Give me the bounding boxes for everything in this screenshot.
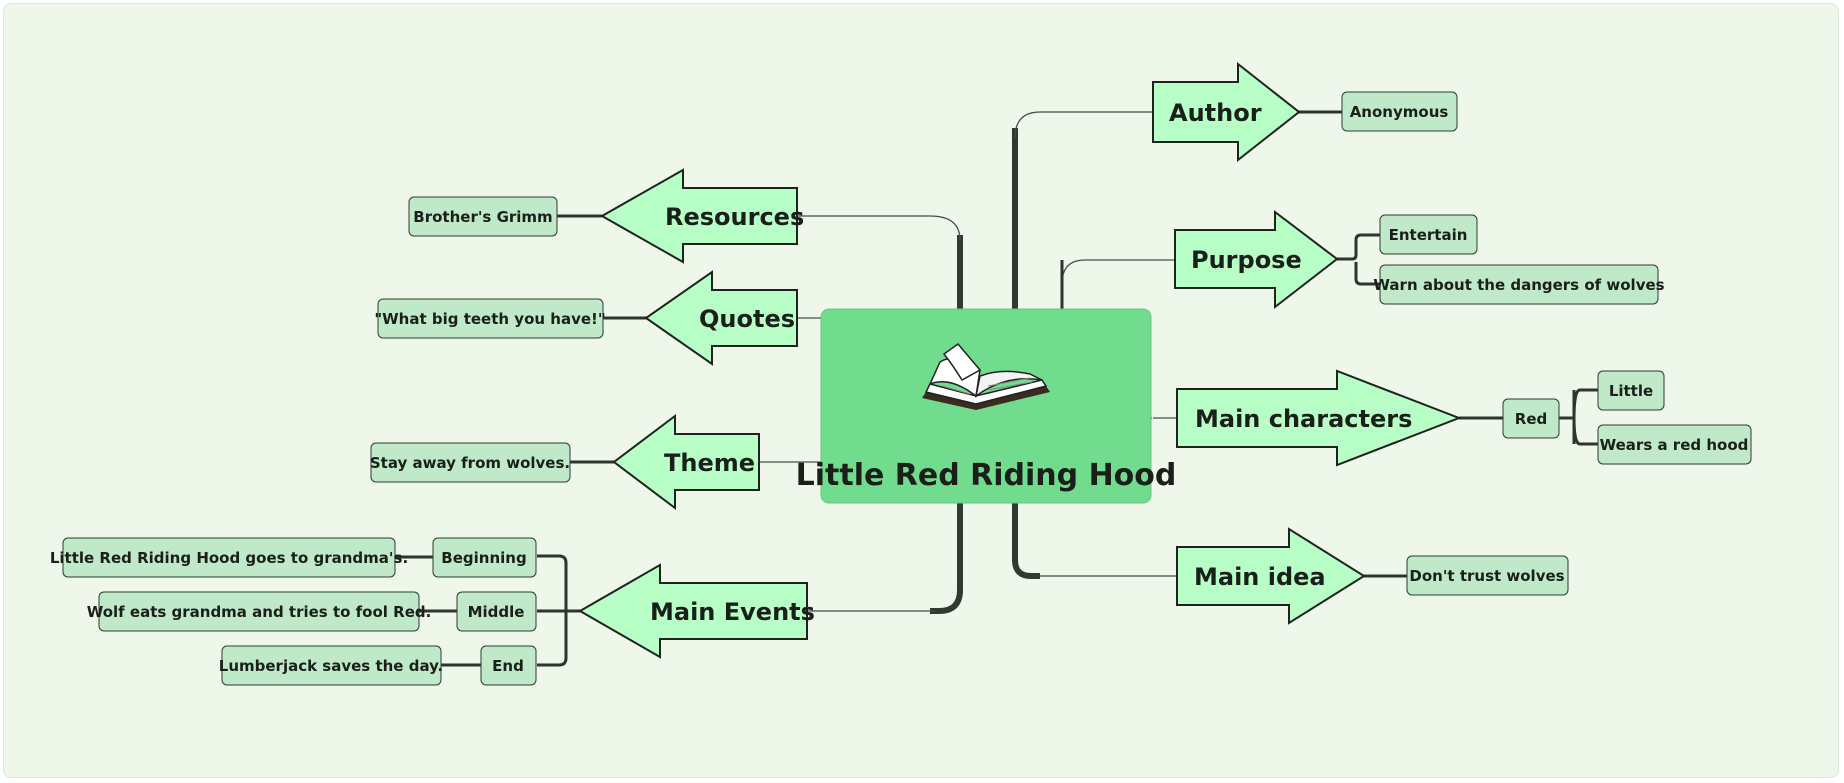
topic-quotes[interactable]: Quotes bbox=[644, 270, 798, 366]
central-topic-title: Little Red Riding Hood bbox=[796, 458, 1177, 493]
detail-label: Wears a red hood bbox=[1600, 436, 1749, 454]
detail-label: Anonymous bbox=[1350, 103, 1449, 121]
stage-middle-detail[interactable]: Wolf eats grandma and tries to fool Red. bbox=[87, 591, 432, 632]
detail-author-anonymous[interactable]: Anonymous bbox=[1341, 91, 1458, 132]
connector-events-stages bbox=[537, 554, 580, 667]
topic-resources-shape bbox=[599, 168, 798, 264]
stage-label: End bbox=[492, 657, 524, 675]
stage-beginning-detail[interactable]: Little Red Riding Hood goes to grandma's… bbox=[50, 537, 408, 578]
stage-label: Beginning bbox=[441, 549, 526, 567]
stage-label: Middle bbox=[468, 603, 525, 621]
topic-theme[interactable]: Theme bbox=[612, 413, 760, 511]
connector-author bbox=[1014, 111, 1152, 139]
detail-label: Entertain bbox=[1389, 226, 1468, 244]
detail-resources-grimm[interactable]: Brother's Grimm bbox=[408, 196, 558, 237]
trunk-left bbox=[930, 235, 963, 614]
detail-quotes-teeth[interactable]: "What big teeth you have!" bbox=[374, 298, 606, 339]
topic-quotes-label: Quotes bbox=[699, 305, 795, 333]
connector-purpose-details bbox=[1336, 233, 1380, 286]
connectors bbox=[395, 110, 1598, 667]
topic-main-events[interactable]: Main Events bbox=[577, 563, 815, 659]
detail-purpose-warn[interactable]: Warn about the dangers of wolves bbox=[1373, 264, 1665, 305]
topic-main-idea-shape bbox=[1176, 527, 1366, 625]
detail-theme-wolves[interactable]: Stay away from wolves. bbox=[370, 442, 571, 483]
detail-red-little[interactable]: Little bbox=[1597, 370, 1665, 411]
topic-quotes-shape bbox=[644, 270, 798, 366]
connector-red-details bbox=[1559, 388, 1598, 446]
topic-author-label: Author bbox=[1169, 99, 1262, 127]
connector-purpose bbox=[1061, 259, 1175, 308]
topic-characters[interactable]: Main characters bbox=[1176, 369, 1462, 467]
topic-author[interactable]: Author bbox=[1152, 61, 1301, 163]
detail-red-hood[interactable]: Wears a red hood bbox=[1597, 424, 1752, 465]
detail-label: Red bbox=[1515, 410, 1547, 428]
detail-purpose-entertain[interactable]: Entertain bbox=[1379, 214, 1478, 255]
topic-main-events-shape bbox=[577, 563, 808, 659]
trunk-right bbox=[1012, 128, 1040, 579]
central-topic[interactable]: Little Red Riding Hood bbox=[796, 308, 1177, 504]
topic-purpose-label: Purpose bbox=[1191, 246, 1302, 274]
topic-resources-label: Resources bbox=[665, 203, 804, 231]
topic-characters-label: Main characters bbox=[1195, 405, 1412, 433]
topic-resources[interactable]: Resources bbox=[599, 168, 804, 264]
detail-label: Warn about the dangers of wolves bbox=[1373, 276, 1664, 294]
topic-purpose[interactable]: Purpose bbox=[1174, 209, 1339, 310]
stage-end[interactable]: End bbox=[480, 645, 537, 686]
topic-characters-shape bbox=[1176, 369, 1462, 467]
topic-main-idea[interactable]: Main idea bbox=[1176, 527, 1366, 625]
connector-stage-details bbox=[395, 555, 481, 667]
detail-label: Little Red Riding Hood goes to grandma's… bbox=[50, 549, 408, 567]
detail-label: Wolf eats grandma and tries to fool Red. bbox=[87, 603, 432, 621]
detail-character-red[interactable]: Red bbox=[1502, 398, 1560, 439]
topic-theme-label: Theme bbox=[664, 449, 755, 477]
detail-label: Stay away from wolves. bbox=[370, 454, 570, 472]
stage-beginning[interactable]: Beginning bbox=[432, 537, 537, 578]
detail-label: Don't trust wolves bbox=[1409, 567, 1564, 585]
open-book-icon bbox=[922, 342, 1050, 410]
detail-label: Lumberjack saves the day. bbox=[219, 657, 443, 675]
topic-main-events-label: Main Events bbox=[650, 598, 815, 626]
topic-author-shape bbox=[1152, 61, 1301, 163]
detail-label: Brother's Grimm bbox=[413, 208, 552, 226]
detail-idea-trust[interactable]: Don't trust wolves bbox=[1406, 555, 1569, 596]
stage-middle[interactable]: Middle bbox=[456, 591, 537, 632]
stage-end-detail[interactable]: Lumberjack saves the day. bbox=[219, 645, 443, 686]
detail-label: Little bbox=[1609, 382, 1653, 400]
topic-main-idea-label: Main idea bbox=[1194, 563, 1326, 591]
connector-resources bbox=[797, 215, 961, 241]
detail-label: "What big teeth you have!" bbox=[374, 310, 605, 328]
topic-theme-shape bbox=[612, 413, 760, 511]
topic-purpose-shape bbox=[1174, 209, 1339, 310]
